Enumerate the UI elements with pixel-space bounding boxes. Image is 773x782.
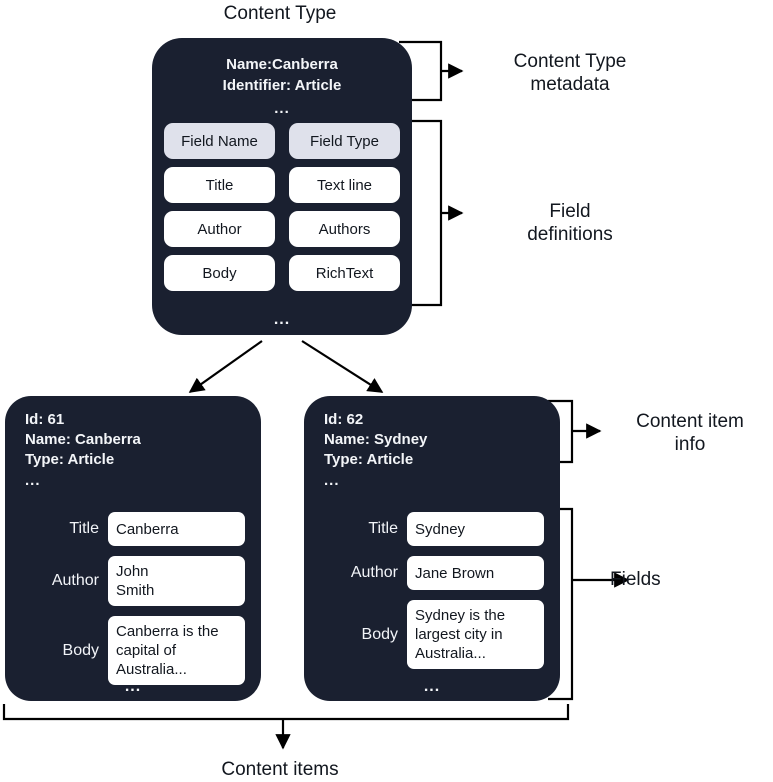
column-header-field-name: Field Name (164, 123, 275, 159)
table-row[interactable]: Title Text line (164, 167, 400, 203)
field-value[interactable]: Canberra (108, 512, 245, 546)
content-item-name: Name: Sydney (324, 431, 428, 448)
annotation-content-type-metadata: Content Type metadata (513, 51, 627, 95)
table-row[interactable]: Author Authors (164, 211, 400, 247)
field-value[interactable]: John Smith (108, 556, 245, 606)
arrow-to-item-left (188, 340, 263, 393)
content-item-type: Type: Article (324, 451, 414, 468)
content-type-card[interactable]: Name:Canberra Identifier: Article ... Fi… (152, 38, 412, 335)
content-type-name: Name:Canberra (226, 56, 338, 73)
field-value[interactable]: Jane Brown (407, 556, 544, 590)
field-row-author[interactable]: Author Jane Brown (320, 556, 544, 590)
field-label: Body (62, 641, 99, 659)
content-item-fields: Title Canberra Author John Smith Body Ca… (21, 512, 245, 685)
content-item-card-61[interactable]: Id: 61 Name: Canberra Type: Article ... … (5, 396, 261, 701)
content-item-info: Id: 61 Name: Canberra Type: Article ... (25, 410, 141, 491)
field-value[interactable]: Sydney (407, 512, 544, 546)
content-item-id: Id: 62 (324, 411, 364, 428)
field-label: Title (69, 520, 99, 537)
content-item-name: Name: Canberra (25, 431, 141, 448)
content-item-fields-ellipsis: ... (304, 678, 560, 696)
annotation-field-definitions: Field definitions (527, 201, 613, 245)
content-type-metadata-ellipsis: ... (274, 100, 290, 117)
field-name-cell: Author (164, 211, 275, 247)
bracket-content-items (2, 704, 570, 721)
content-type-metadata: Name:Canberra Identifier: Article ... (152, 54, 412, 119)
field-table-ellipsis-text: ... (273, 311, 291, 328)
content-item-fields: Title Sydney Author Jane Brown Body Sydn… (320, 512, 544, 669)
content-item-info-ellipsis: ... (324, 472, 340, 489)
field-row-title[interactable]: Title Canberra (21, 512, 245, 546)
annotation-fields: Fields (610, 569, 661, 590)
field-row-body[interactable]: Body Canberra is the capital of Australi… (21, 616, 245, 685)
content-item-fields-ellipsis: ... (5, 678, 261, 696)
field-row-title[interactable]: Title Sydney (320, 512, 544, 546)
field-label: Author (51, 572, 99, 589)
content-item-type: Type: Article (25, 451, 115, 468)
field-type-cell: Text line (289, 167, 400, 203)
content-item-info-ellipsis: ... (25, 472, 41, 489)
field-name-cell: Title (164, 167, 275, 203)
content-type-identifier: Identifier: Article (222, 77, 342, 94)
content-item-fields-ellipsis-text: ... (124, 678, 142, 695)
table-header-row: Field Name Field Type (164, 123, 400, 159)
field-row-author[interactable]: Author John Smith (21, 556, 245, 606)
field-label: Body (361, 625, 398, 643)
field-type-cell: RichText (289, 255, 400, 291)
content-item-info: Id: 62 Name: Sydney Type: Article ... (324, 410, 427, 491)
page-title: Content Type (223, 3, 337, 24)
arrow-to-item-right (301, 340, 384, 393)
table-row[interactable]: Body RichText (164, 255, 400, 291)
field-label: Author (350, 564, 398, 581)
content-item-fields-ellipsis-text: ... (423, 678, 441, 695)
field-name-cell: Body (164, 255, 275, 291)
field-table-ellipsis: ... (152, 311, 412, 329)
field-definitions-table: Field Name Field Type Title Text line Au… (164, 123, 400, 291)
field-label: Title (368, 520, 398, 537)
annotation-content-item-info: Content item info (636, 411, 744, 455)
field-row-body[interactable]: Body Sydney is the largest city in Austr… (320, 600, 544, 669)
content-item-card-62[interactable]: Id: 62 Name: Sydney Type: Article ... Ti… (304, 396, 560, 701)
content-item-id: Id: 61 (25, 411, 65, 428)
field-type-cell: Authors (289, 211, 400, 247)
annotation-content-items: Content items (221, 759, 339, 780)
field-value[interactable]: Canberra is the capital of Australia... (108, 616, 245, 685)
column-header-field-type: Field Type (289, 123, 400, 159)
field-value[interactable]: Sydney is the largest city in Australia.… (407, 600, 544, 669)
